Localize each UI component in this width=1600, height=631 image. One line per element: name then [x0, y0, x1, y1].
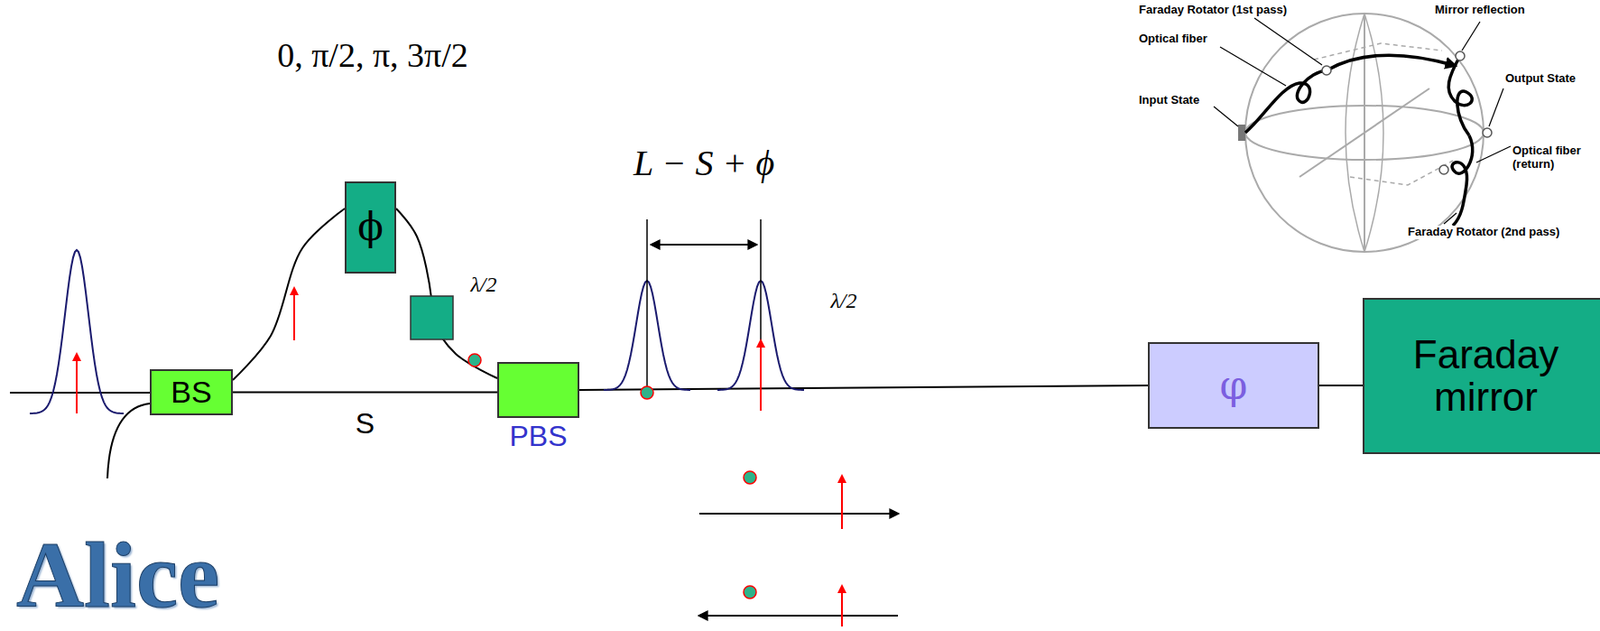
- optical-fiber: [396, 208, 498, 379]
- length-label: S: [352, 406, 378, 440]
- node-label: ϕ: [357, 207, 384, 248]
- delay-arrow: [651, 243, 757, 246]
- alice-fiber: [107, 403, 150, 479]
- backward-arrow: [699, 614, 898, 617]
- polarisation-arrow: [293, 290, 296, 341]
- half-wave-plate: [410, 295, 454, 340]
- polarisation-arrow: [759, 342, 762, 411]
- polarisation-dot: [468, 353, 481, 367]
- input-fiber: [9, 391, 150, 394]
- party-name: Alice: [16, 527, 220, 622]
- optical-fiber: [579, 385, 1148, 390]
- polarisation-dot: [743, 471, 757, 484]
- delay-label: L − S + ϕ: [633, 142, 775, 185]
- wave-plate-label: λ/2: [830, 288, 857, 315]
- inset-label: Input State: [1138, 93, 1200, 108]
- inset-label: Optical fiber: [1138, 32, 1208, 47]
- phase-values: 0, π/2, π, 3π/2: [277, 36, 469, 76]
- polarisation-arrow: [841, 478, 843, 529]
- optical-fiber: [232, 208, 345, 380]
- forward-arrow: [699, 512, 898, 515]
- polarisation-dot: [743, 585, 757, 599]
- inset-label: Faraday Rotator (2nd pass): [1407, 225, 1560, 240]
- polarisation-arrow: [841, 588, 843, 627]
- optical-fiber: [232, 391, 498, 394]
- node-label: Faraday mirror: [1364, 333, 1600, 417]
- optical-fiber: [1319, 384, 1363, 387]
- light-pulse: [29, 249, 124, 414]
- polarisation-dot: [640, 386, 654, 399]
- inset-label: Optical fiber (return): [1512, 144, 1596, 172]
- wave-plate-label: λ/2: [470, 272, 497, 298]
- delay-marker: [646, 219, 648, 390]
- polarising-beam-splitter: PBS: [497, 361, 580, 418]
- polarisation-arrow: [75, 356, 78, 414]
- inset-label: Output State: [1505, 72, 1576, 86]
- phase-modulator: ϕ: [344, 181, 397, 274]
- inset-label: Mirror reflection: [1434, 3, 1526, 18]
- pulse-group: [29, 249, 805, 414]
- inset-label: Faraday Rotator (1st pass): [1138, 3, 1287, 18]
- node-label: φ: [1220, 364, 1249, 407]
- faraday-mirror: Faraday mirror: [1362, 297, 1600, 454]
- beam-splitter: BS: [149, 369, 233, 416]
- node-label: BS: [170, 376, 212, 409]
- bloch-sphere: [1119, 0, 1600, 253]
- phase-modulator: φ: [1147, 342, 1320, 429]
- part-name: PBS: [508, 421, 567, 453]
